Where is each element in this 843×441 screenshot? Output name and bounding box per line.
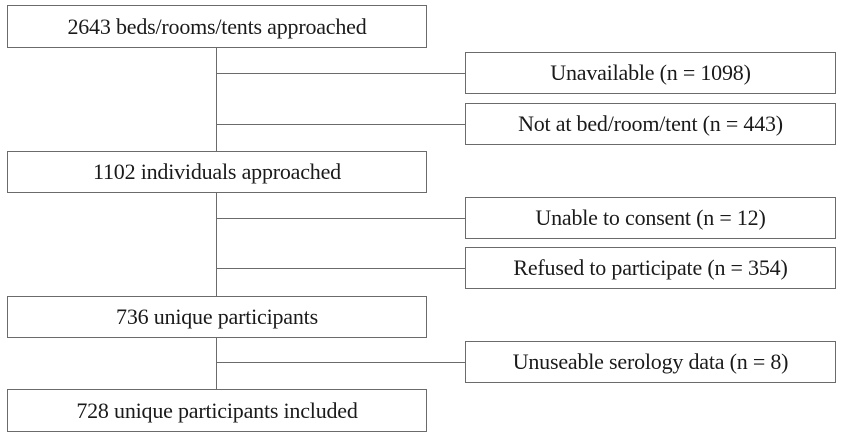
- step-individuals-approached: 1102 individuals approached: [7, 151, 427, 193]
- connector-to-unuseable-serology: [216, 362, 465, 363]
- exclusion-unable-consent: Unable to consent (n = 12): [465, 197, 836, 239]
- connector-to-not-at-bed: [216, 124, 465, 125]
- exclusion-refused: Refused to participate (n = 354): [465, 247, 836, 289]
- exclusion-unuseable-serology: Unuseable serology data (n = 8): [465, 341, 836, 383]
- exclusion-unuseable-serology-label: Unuseable serology data (n = 8): [512, 349, 789, 374]
- connector-vertical-1: [216, 47, 217, 152]
- step-unique-participants-label: 736 unique participants: [116, 304, 318, 329]
- step-unique-participants: 736 unique participants: [7, 296, 427, 338]
- connector-to-unavailable: [216, 73, 465, 74]
- connector-vertical-2: [216, 192, 217, 296]
- exclusion-unavailable-label: Unavailable (n = 1098): [550, 60, 751, 85]
- step-participants-included: 728 unique participants included: [7, 389, 427, 432]
- connector-vertical-3: [216, 337, 217, 390]
- step-participants-included-label: 728 unique participants included: [76, 397, 358, 423]
- connector-to-unable-consent: [216, 218, 465, 219]
- exclusion-not-at-bed-label: Not at bed/room/tent (n = 443): [518, 111, 783, 136]
- exclusion-not-at-bed: Not at bed/room/tent (n = 443): [465, 103, 836, 145]
- exclusion-unable-consent-label: Unable to consent (n = 12): [535, 205, 766, 230]
- exclusion-refused-label: Refused to participate (n = 354): [513, 255, 788, 280]
- connector-to-refused: [216, 268, 465, 269]
- exclusion-unavailable: Unavailable (n = 1098): [465, 52, 836, 94]
- step-beds-approached: 2643 beds/rooms/tents approached: [7, 5, 427, 48]
- step-beds-approached-label: 2643 beds/rooms/tents approached: [67, 13, 367, 39]
- step-individuals-approached-label: 1102 individuals approached: [93, 159, 341, 184]
